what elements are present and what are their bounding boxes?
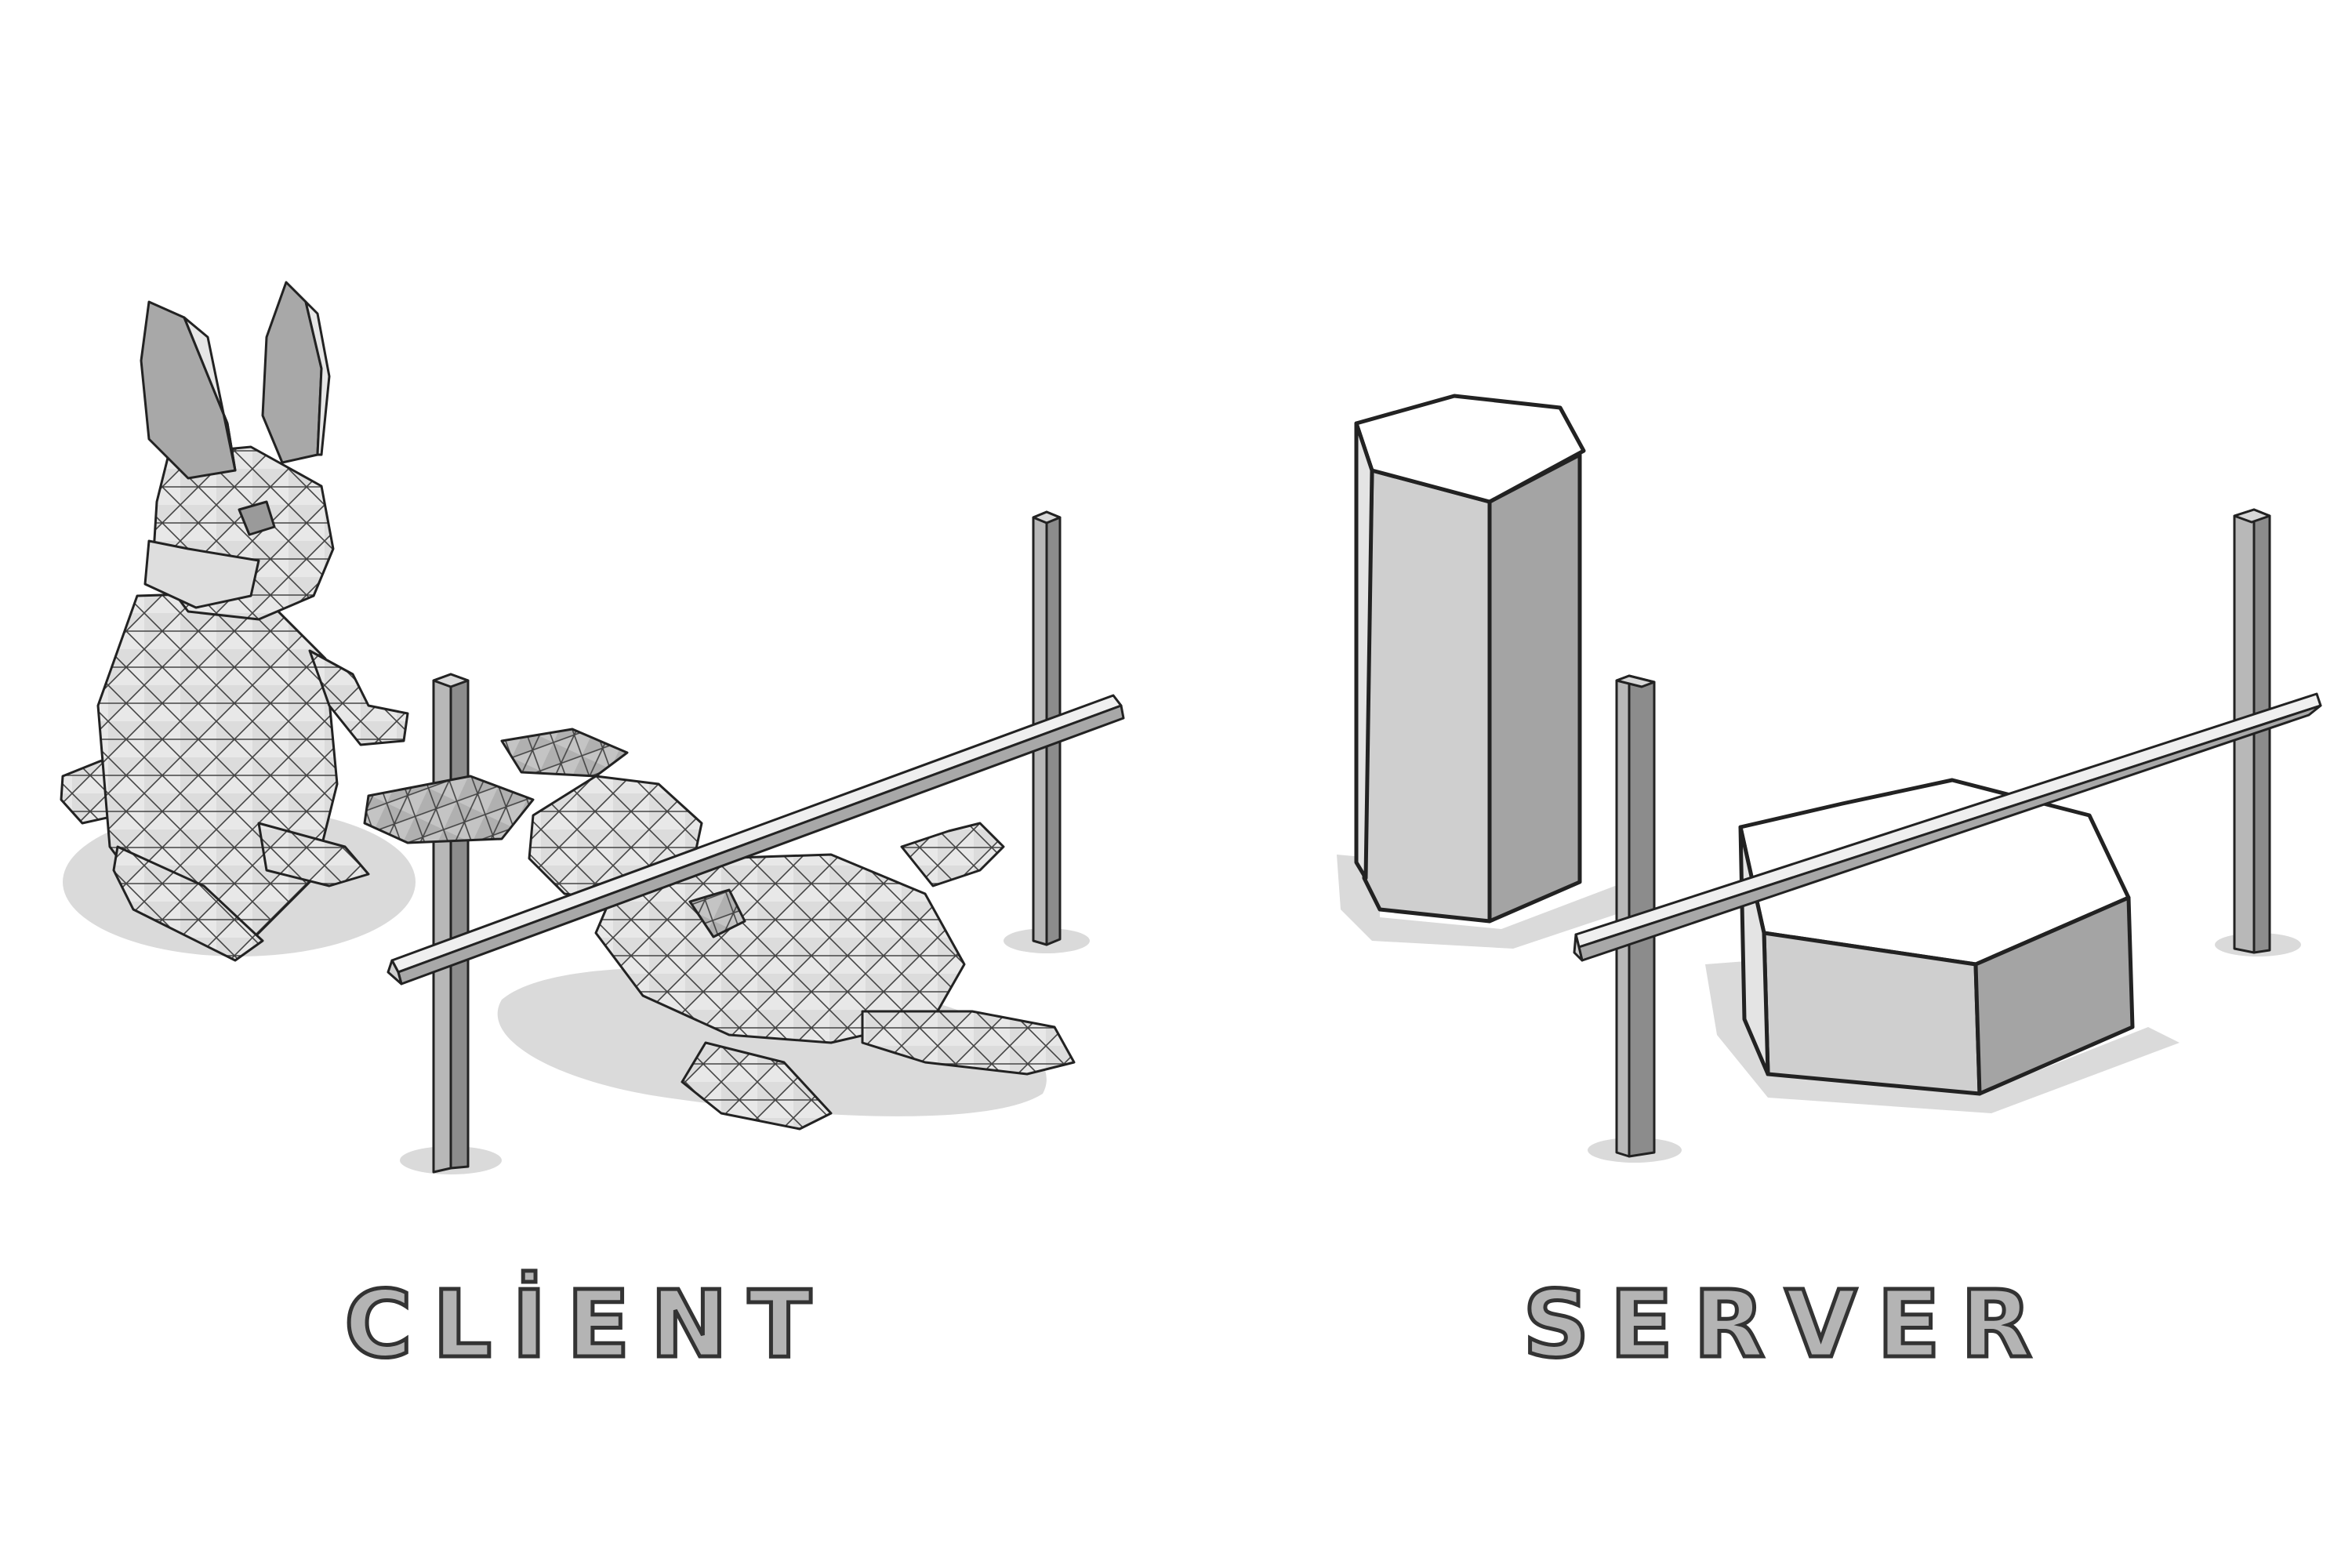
- server-scene: [1337, 394, 2322, 1163]
- fence-rail: [387, 694, 1125, 985]
- standing-rabbit: [60, 281, 409, 962]
- fallen-rabbit-ear-2: [500, 728, 629, 778]
- fallen-rabbit-hand: [688, 888, 746, 938]
- rabbit-back-foot: [112, 845, 264, 962]
- hexagonal-prism-standing: [1354, 394, 1586, 924]
- rabbit-cheek: [143, 539, 260, 609]
- client-caption: CLİENT: [343, 1269, 832, 1381]
- rabbit-arm: [308, 649, 409, 746]
- rabbit-ear-left-side: [183, 316, 237, 472]
- server-caption: SERVER: [1521, 1269, 2053, 1381]
- rabbit-ear-right-side: [304, 300, 331, 456]
- client-scene: [60, 281, 1125, 1174]
- hexagonal-prism-lying: [1738, 778, 2135, 1096]
- pillar-shadow: [1337, 855, 1654, 949]
- rabbit-front-foot: [257, 822, 370, 887]
- block-shadow: [1705, 960, 2180, 1113]
- fallen-rabbit: [363, 728, 1076, 1131]
- fence-post-left: [432, 673, 470, 1174]
- fallen-rabbit-foot: [681, 1041, 833, 1131]
- fallen-rabbit-hind-leg: [861, 1010, 1076, 1076]
- fallen-rabbit-arm: [900, 822, 1005, 887]
- server-fence-rail: [1573, 692, 2322, 962]
- fallen-rabbit-ear-1: [363, 775, 535, 844]
- rabbit-eye: [238, 500, 276, 536]
